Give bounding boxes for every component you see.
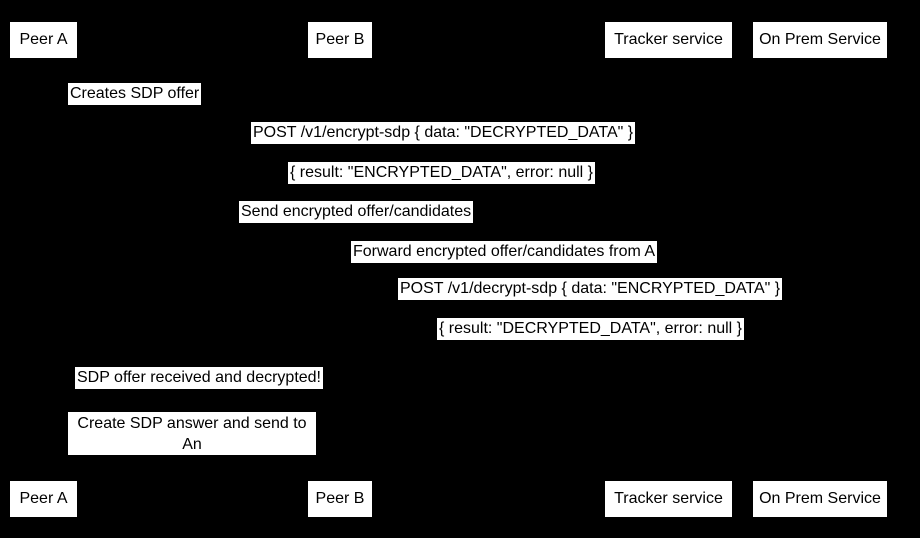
message-creates-sdp-offer: Creates SDP offer xyxy=(68,83,202,105)
message-post-decrypt-sdp: POST /v1/decrypt-sdp { data: "ENCRYPTED_… xyxy=(398,278,783,300)
note-create-sdp-answer: Create SDP answer and send to An using t… xyxy=(68,412,316,474)
actor-tracker-service-bottom: Tracker service xyxy=(605,481,732,517)
actor-peer-b-bottom: Peer B xyxy=(308,481,372,517)
note-line-2: using the same mechanism xyxy=(94,457,290,474)
actor-peer-a-top: Peer A xyxy=(10,22,77,58)
message-result-encrypted-data: { result: "ENCRYPTED_DATA", error: null … xyxy=(288,162,596,184)
actor-tracker-service-top: Tracker service xyxy=(605,22,732,58)
note-line-1: Create SDP answer and send to An xyxy=(77,415,307,453)
actor-on-prem-service-bottom: On Prem Service xyxy=(753,481,887,517)
message-post-encrypt-sdp: POST /v1/encrypt-sdp { data: "DECRYPTED_… xyxy=(251,122,636,144)
message-send-encrypted-offer: Send encrypted offer/candidates xyxy=(239,201,474,223)
actor-peer-a-bottom: Peer A xyxy=(10,481,77,517)
actor-peer-b-top: Peer B xyxy=(308,22,372,58)
message-result-decrypted-data: { result: "DECRYPTED_DATA", error: null … xyxy=(437,318,745,340)
actor-on-prem-service-top: On Prem Service xyxy=(753,22,887,58)
message-forward-encrypted-offer: Forward encrypted offer/candidates from … xyxy=(351,241,658,263)
message-sdp-offer-received: SDP offer received and decrypted! xyxy=(75,367,323,389)
